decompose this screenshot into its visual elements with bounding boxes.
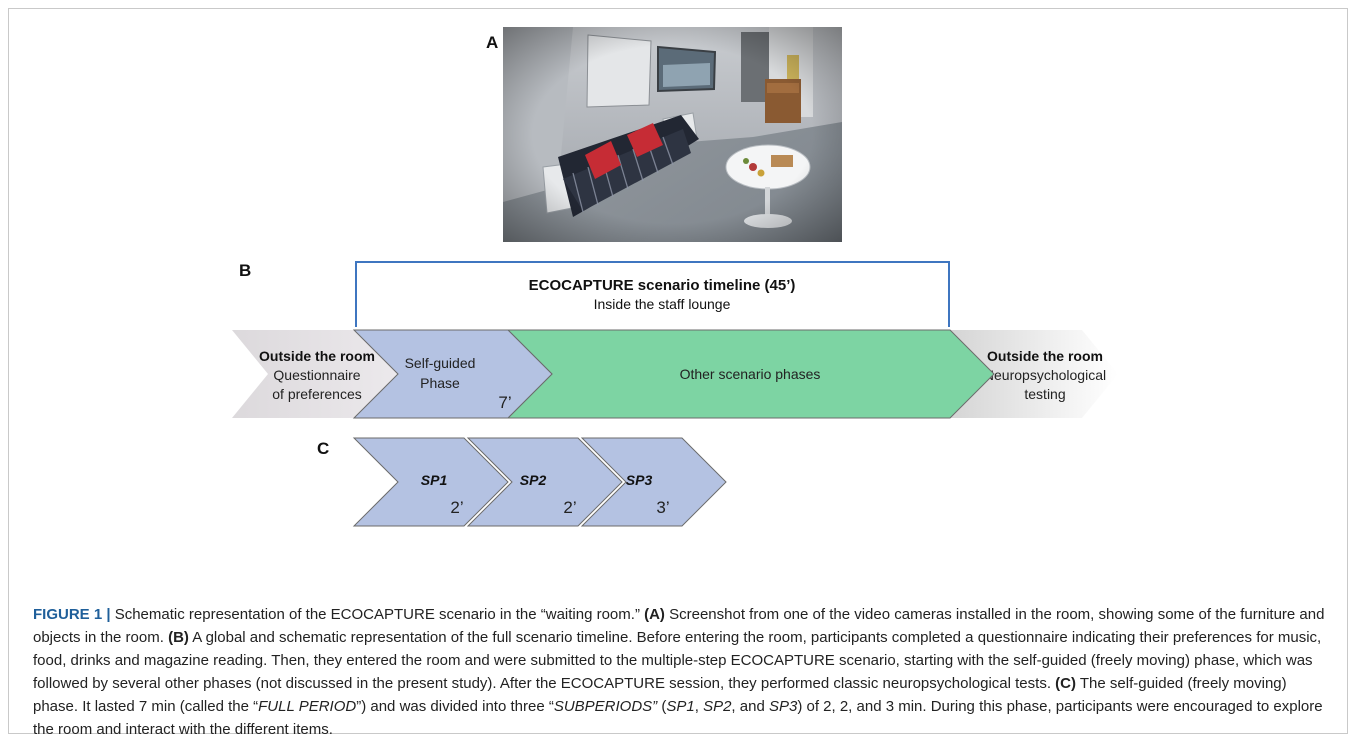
caption-figure-label: FIGURE 1 | [33,606,111,623]
caption-sp3: SP3 [768,698,798,715]
caption-ref-b: (B) [168,629,189,646]
caption-text-a: Screenshot from one of the video cameras… [33,606,1325,646]
panel-label-c: C [317,439,330,458]
caption-text-c2: ”) and was divided into three “ [356,698,554,715]
room-photo [503,27,842,242]
caption-sp2: SP2 [703,698,732,715]
caption-sep2: , and [731,698,769,715]
caption-text-b: A global and schematic representation of… [33,629,1322,692]
caption-text-c3: ( [657,698,667,715]
panel-label-a: A [486,33,499,52]
caption-intro: Schematic representation of the ECOCAPTU… [110,606,645,623]
caption-sep1: , [694,698,704,715]
caption-full-period: FULL PERIOD [258,698,357,715]
caption-ref-c: (C) [1055,675,1076,692]
figure-caption: FIGURE 1 | Schematic representation of t… [33,603,1329,741]
panel-label-b: B [239,261,252,280]
caption-sp1: SP1 [666,698,695,715]
caption-ref-a: (A) [644,606,665,623]
caption-subperiods: SUBPERIODS” [553,698,658,715]
caption-text-c4: ) of 2, 2, and 3 min. During this phase,… [33,698,1323,738]
caption-text-c1: The self-guided (freely moving) phase. I… [33,675,1287,715]
